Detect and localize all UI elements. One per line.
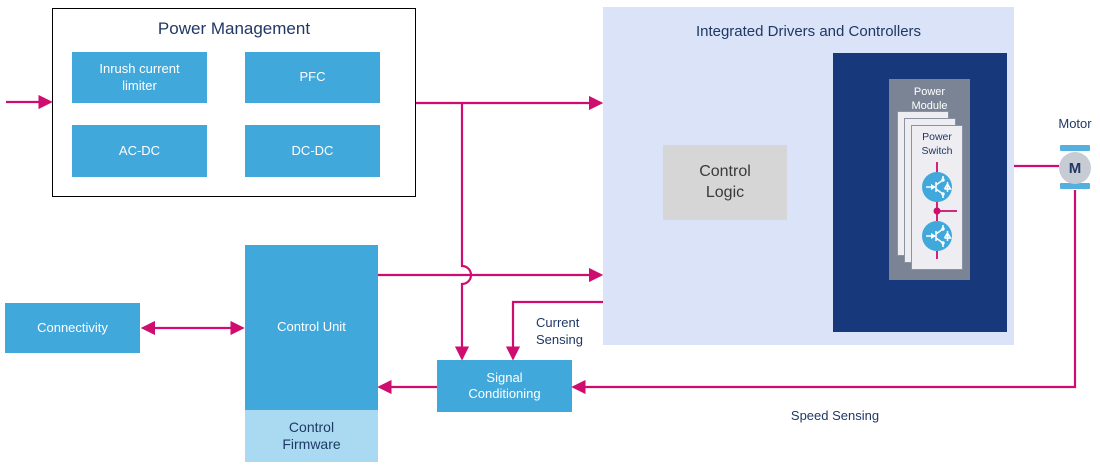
control-unit-label: Control Unit (277, 319, 346, 335)
control-unit-box: Control Unit (245, 245, 378, 410)
block-inrush-current-limiter: Inrush current limiter (72, 52, 207, 103)
block-ac-dc: AC-DC (72, 125, 207, 177)
block-ac-dc-label: AC-DC (118, 142, 161, 158)
power-module-label: Power Module (911, 86, 948, 113)
control-firmware-label: Control Firmware (282, 418, 341, 453)
motor-icon: M (1059, 152, 1091, 184)
signal-conditioning-label: Signal Conditioning (468, 369, 541, 401)
motor-top-bar (1060, 145, 1090, 151)
power-switch-label: Power Switch (921, 131, 953, 157)
motor-bottom-bar (1060, 183, 1090, 189)
signal-conditioning-box: Signal Conditioning (437, 360, 572, 412)
block-dc-dc-label: DC-DC (291, 142, 334, 158)
control-logic-box: Control Logic (663, 145, 787, 220)
connectivity-label: Connectivity (37, 319, 108, 335)
current-sensing-label: Current Sensing (536, 315, 583, 347)
block-pfc: PFC (245, 52, 380, 103)
control-firmware-box: Control Firmware (245, 410, 378, 462)
control-logic-label: Control Logic (699, 162, 751, 201)
integrated-drivers-title: Integrated Drivers and Controllers (695, 23, 922, 40)
arrow-power-to-signal-conditioning (454, 103, 473, 361)
motor-label: Motor (1058, 116, 1092, 131)
block-inrush-current-limiter-label: Inrush current limiter (99, 61, 180, 93)
motor-symbol: M (1068, 159, 1082, 177)
power-management-title: Power Management (157, 19, 311, 38)
speed-sensing-label: Speed Sensing (790, 408, 880, 423)
connectivity-box: Connectivity (5, 303, 140, 353)
block-pfc-label: PFC (299, 69, 326, 85)
block-dc-dc: DC-DC (245, 125, 380, 177)
